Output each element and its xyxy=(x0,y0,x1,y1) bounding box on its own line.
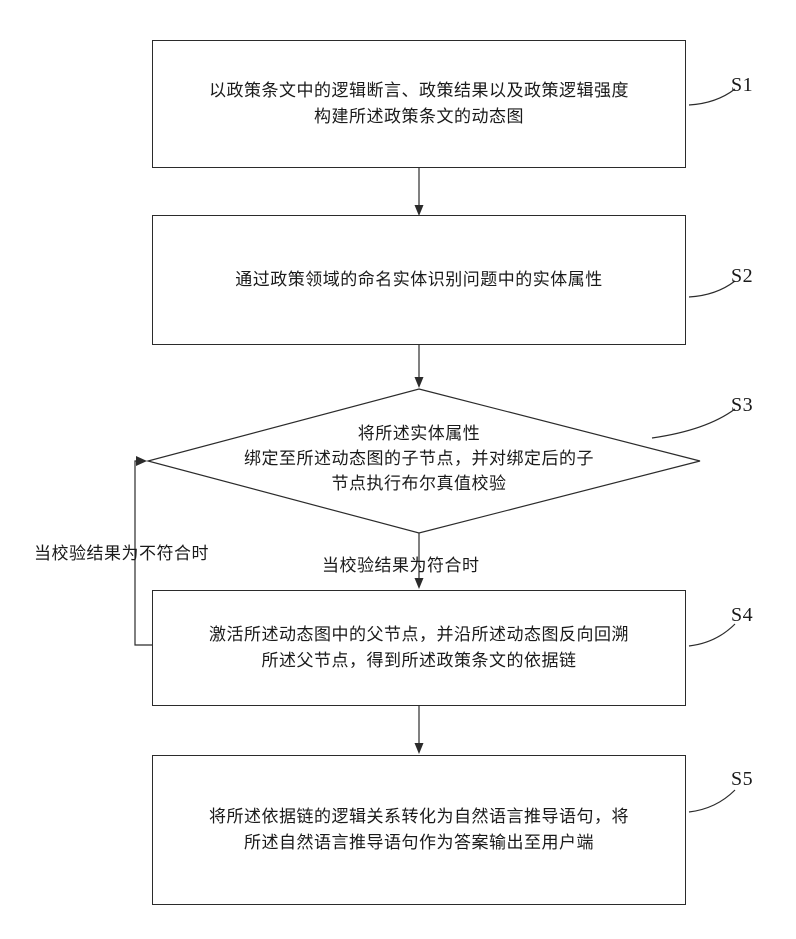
ref-curve-s1 xyxy=(688,88,736,106)
step-box-s4: 激活所述动态图中的父节点，并沿所述动态图反向回溯 所述父节点，得到所述政策条文的… xyxy=(152,590,686,706)
step-text-s1: 以政策条文中的逻辑断言、政策结果以及政策逻辑强度 构建所述政策条文的动态图 xyxy=(209,78,629,130)
branch-label-pass: 当校验结果为符合时 xyxy=(322,556,480,575)
ref-curve-s4 xyxy=(688,623,736,647)
step-box-s5: 将所述依据链的逻辑关系转化为自然语言推导语句，将 所述自然语言推导语句作为答案输… xyxy=(152,755,686,905)
branch-label-fail: 当校验结果为不符合时 xyxy=(34,544,209,563)
arrowhead-into-s3 xyxy=(414,377,424,388)
text-line: 绑定至所述动态图的子节点，并对绑定后的子 xyxy=(244,449,594,468)
ref-label-s5: S5 xyxy=(731,768,754,790)
ref-curve-s2 xyxy=(688,280,736,298)
ref-curve-s5 xyxy=(688,789,736,813)
arrowhead-into-s2 xyxy=(414,205,424,216)
ref-curve-s3 xyxy=(651,408,736,439)
text-line: 构建所述政策条文的动态图 xyxy=(314,107,524,126)
text-line: 将所述实体属性 xyxy=(357,424,481,443)
step-text-s5: 将所述依据链的逻辑关系转化为自然语言推导语句，将 所述自然语言推导语句作为答案输… xyxy=(209,804,629,856)
text-line: 激活所述动态图中的父节点，并沿所述动态图反向回溯 xyxy=(209,625,629,644)
text-line: 所述父节点，得到所述政策条文的依据链 xyxy=(261,651,577,670)
arrowhead-loop-into-diamond xyxy=(136,456,147,466)
text-line: 以政策条文中的逻辑断言、政策结果以及政策逻辑强度 xyxy=(209,81,629,100)
arrowhead-into-s5 xyxy=(414,743,424,754)
ref-label-s1: S1 xyxy=(731,74,754,96)
text-line: 将所述依据链的逻辑关系转化为自然语言推导语句，将 xyxy=(209,807,629,826)
arrowhead-into-s4 xyxy=(414,578,424,589)
step-box-s1: 以政策条文中的逻辑断言、政策结果以及政策逻辑强度 构建所述政策条文的动态图 xyxy=(152,40,686,168)
text-line: 所述自然语言推导语句作为答案输出至用户端 xyxy=(244,833,594,852)
text-line: 通过政策领域的命名实体识别问题中的实体属性 xyxy=(235,270,603,289)
text-line: 节点执行布尔真值校验 xyxy=(331,474,507,493)
ref-label-s2: S2 xyxy=(731,265,754,287)
ref-label-s4: S4 xyxy=(731,604,754,626)
step-text-s3: 将所述实体属性 绑定至所述动态图的子节点，并对绑定后的子 节点执行布尔真值校验 xyxy=(178,421,660,496)
loop-line-fail xyxy=(134,460,152,646)
ref-label-s3: S3 xyxy=(731,394,754,416)
step-text-s2: 通过政策领域的命名实体识别问题中的实体属性 xyxy=(235,267,603,293)
step-text-s4: 激活所述动态图中的父节点，并沿所述动态图反向回溯 所述父节点，得到所述政策条文的… xyxy=(209,622,629,674)
step-box-s2: 通过政策领域的命名实体识别问题中的实体属性 xyxy=(152,215,686,345)
